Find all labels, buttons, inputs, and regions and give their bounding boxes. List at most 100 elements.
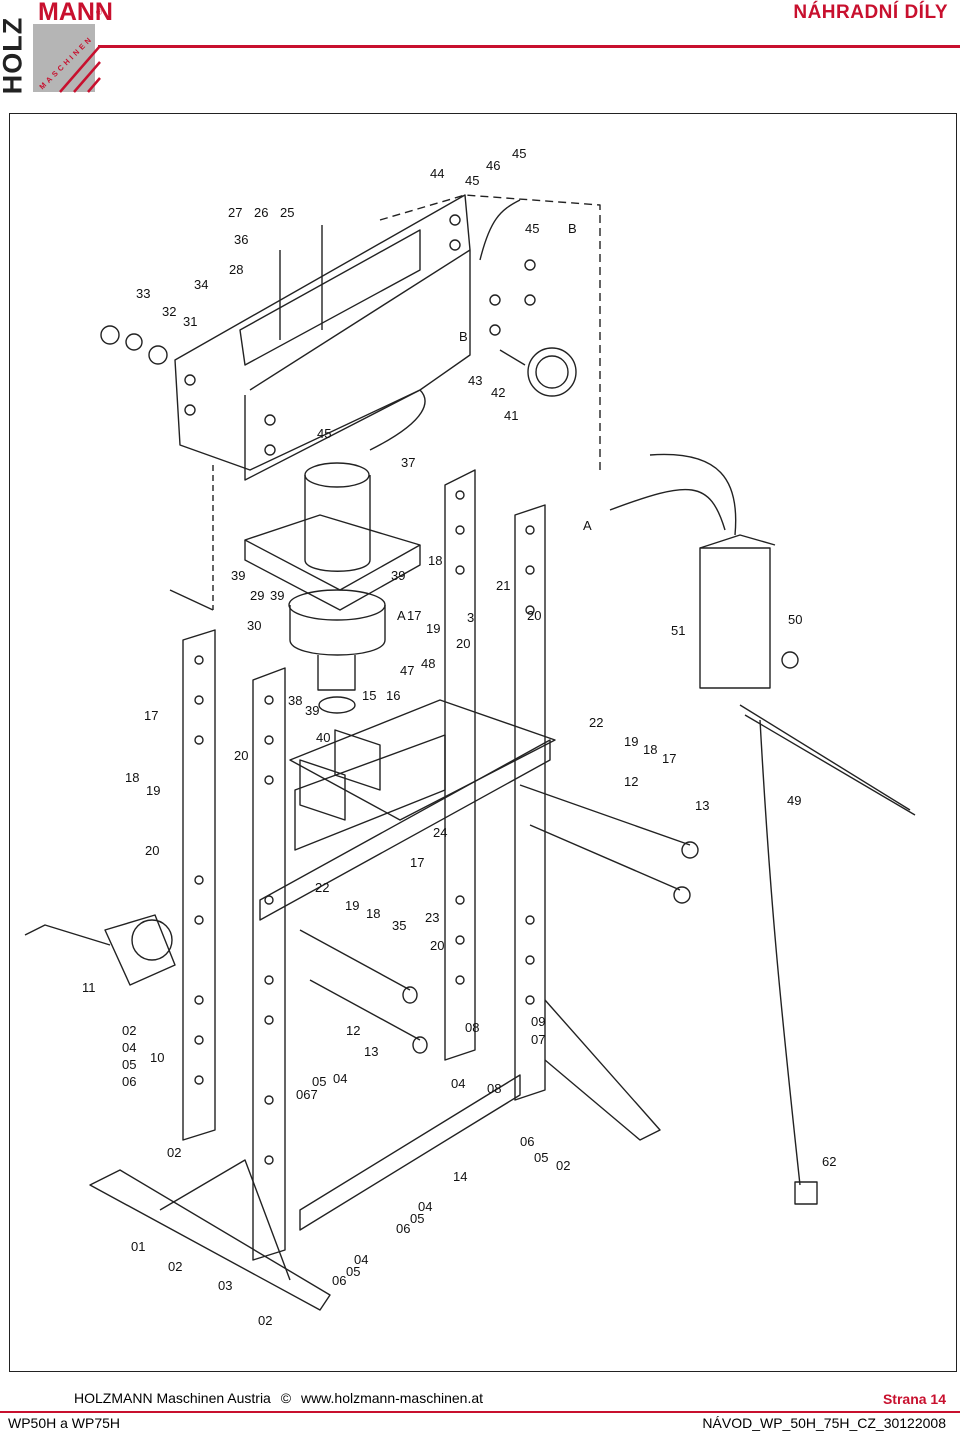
- part-label: A: [397, 608, 406, 623]
- pump-handle: [739, 704, 911, 811]
- footer-company-line: HOLZMANN Maschinen Austria © www.holzman…: [74, 1390, 489, 1406]
- part-label: 16: [386, 688, 400, 703]
- press-bed: [289, 699, 556, 821]
- part-label: 43: [468, 373, 482, 388]
- part-label: 51: [671, 623, 685, 638]
- left-front-upright: [252, 667, 286, 1261]
- part-label: 07: [531, 1032, 545, 1047]
- footer-model: WP50H a WP75H: [8, 1415, 121, 1431]
- part-label: 49: [787, 793, 801, 808]
- part-label: 20: [430, 938, 444, 953]
- part-label: 05: [312, 1074, 326, 1089]
- part-label: 20: [527, 608, 541, 623]
- part-label: 40: [316, 730, 330, 745]
- part-label: 15: [362, 688, 376, 703]
- hose: [649, 453, 737, 536]
- part-label: A: [583, 518, 592, 533]
- footer-company: HOLZMANN Maschinen Austria: [74, 1390, 271, 1406]
- pump-cylinder: [699, 547, 771, 689]
- part-label: 22: [589, 715, 603, 730]
- left-upright: [182, 629, 216, 1141]
- part-label: 26: [254, 205, 268, 220]
- logo-registered-mark: ®: [96, 8, 102, 17]
- part-label: 45: [465, 173, 479, 188]
- part-label: 29: [250, 588, 264, 603]
- part-label: 39: [305, 703, 319, 718]
- part-label: 03: [218, 1278, 232, 1293]
- part-label: 24: [433, 825, 447, 840]
- part-label: 19: [624, 734, 638, 749]
- part-label: 20: [234, 748, 248, 763]
- page-number: Strana 14: [862, 1388, 950, 1410]
- part-label: 21: [496, 578, 510, 593]
- part-label: 46: [486, 158, 500, 173]
- part-label: 62: [822, 1154, 836, 1169]
- part-label: 45: [317, 426, 331, 441]
- part-label: 20: [456, 636, 470, 651]
- part-label: B: [568, 221, 577, 236]
- part-label: 01: [131, 1239, 145, 1254]
- header-rule: [98, 45, 960, 48]
- copyright-symbol: ©: [280, 1390, 292, 1406]
- part-label: 14: [453, 1169, 467, 1184]
- part-label: 45: [512, 146, 526, 161]
- footer-doc-code: NÁVOD_WP_50H_75H_CZ_30122008: [702, 1415, 946, 1431]
- page-title: NÁHRADNÍ DÍLY: [793, 2, 948, 23]
- part-label: 12: [624, 774, 638, 789]
- part-label: 48: [421, 656, 435, 671]
- part-label: 08: [465, 1020, 479, 1035]
- part-label: 36: [234, 232, 248, 247]
- part-label: 05: [410, 1211, 424, 1226]
- part-label: 11: [82, 980, 96, 995]
- part-label: 17: [407, 608, 421, 623]
- part-label: 31: [183, 314, 197, 329]
- part-label: 27: [228, 205, 242, 220]
- part-label: 06: [396, 1221, 410, 1236]
- part-label: 02: [122, 1023, 136, 1038]
- part-label: 23: [425, 910, 439, 925]
- footer-website-link[interactable]: www.holzmann-maschinen.at: [300, 1390, 484, 1406]
- part-label: 19: [146, 783, 160, 798]
- hydraulic-cylinder: [304, 475, 371, 572]
- top-beam-plate: [174, 194, 471, 471]
- part-label: 06: [520, 1134, 534, 1149]
- part-label: 09: [531, 1014, 545, 1029]
- part-label: 06: [122, 1074, 136, 1089]
- part-label: 33: [136, 286, 150, 301]
- part-label: 067: [296, 1087, 318, 1102]
- part-label: 19: [426, 621, 440, 636]
- part-label: 05: [346, 1264, 360, 1279]
- part-label: 32: [162, 304, 176, 319]
- part-label: 30: [247, 618, 261, 633]
- part-label: 08: [487, 1081, 501, 1096]
- part-label: 12: [346, 1023, 360, 1038]
- winch: [104, 914, 176, 986]
- bed-front-beam: [259, 739, 551, 921]
- right-front-upright: [514, 504, 546, 1101]
- part-label: 04: [354, 1252, 368, 1267]
- diagram-frame: [9, 113, 957, 1372]
- part-label: 04: [418, 1199, 432, 1214]
- part-label: 18: [366, 906, 380, 921]
- part-label: 17: [410, 855, 424, 870]
- part-label: 06: [332, 1273, 346, 1288]
- logo-mann-text: MANN: [38, 0, 113, 26]
- part-label: 18: [428, 553, 442, 568]
- part-label: 37: [401, 455, 415, 470]
- part-label: 19: [345, 898, 359, 913]
- part-label: 44: [430, 166, 444, 181]
- holzmann-logo: MANN ® HOLZ MASCHINEN: [0, 0, 113, 100]
- top-beam-bar: [239, 229, 421, 366]
- part-label: 02: [168, 1259, 182, 1274]
- part-label: 20: [145, 843, 159, 858]
- pressure-gauge: [527, 347, 577, 397]
- part-label: 02: [556, 1158, 570, 1173]
- page-header: MANN ® HOLZ MASCHINEN NÁHRADNÍ DÍLY: [0, 0, 960, 105]
- part-label: 04: [333, 1071, 347, 1086]
- part-label: 22: [315, 880, 329, 895]
- right-rear-upright: [444, 469, 476, 1061]
- logo-stripes: [59, 45, 101, 93]
- part-label: 04: [122, 1040, 136, 1055]
- part-label: 17: [662, 751, 676, 766]
